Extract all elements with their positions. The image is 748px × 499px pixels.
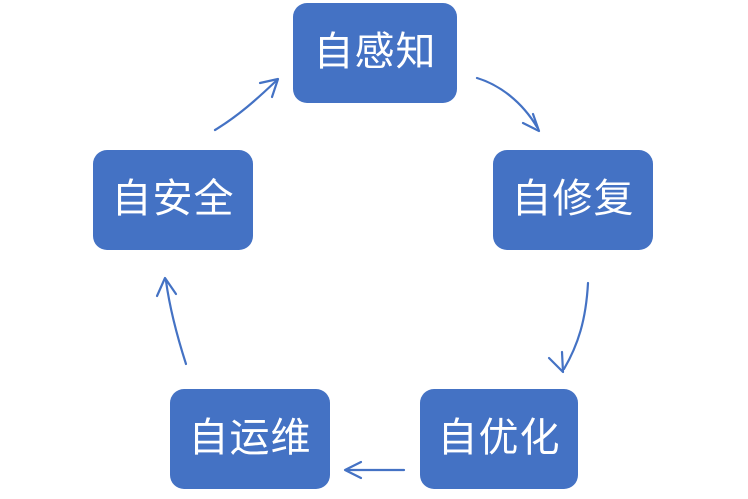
node-self-sense-label: 自感知 (313, 29, 437, 75)
node-self-optimize[interactable]: 自优化 (420, 389, 578, 489)
node-self-sense[interactable]: 自感知 (293, 3, 457, 103)
node-self-repair-label: 自修复 (511, 176, 635, 222)
node-self-secure[interactable]: 自安全 (93, 150, 253, 250)
node-self-repair[interactable]: 自修复 (493, 150, 653, 250)
arrow-secure-to-sense (213, 77, 280, 132)
arrow-ops-to-secure (155, 276, 188, 366)
arrow-repair-to-optimize (547, 281, 590, 374)
node-self-ops[interactable]: 自运维 (170, 389, 330, 489)
arrow-optimize-to-ops (343, 460, 406, 480)
node-self-optimize-label: 自优化 (437, 415, 561, 461)
arrow-sense-to-repair (475, 76, 541, 133)
node-self-secure-label: 自安全 (111, 176, 235, 222)
node-self-ops-label: 自运维 (188, 415, 312, 461)
